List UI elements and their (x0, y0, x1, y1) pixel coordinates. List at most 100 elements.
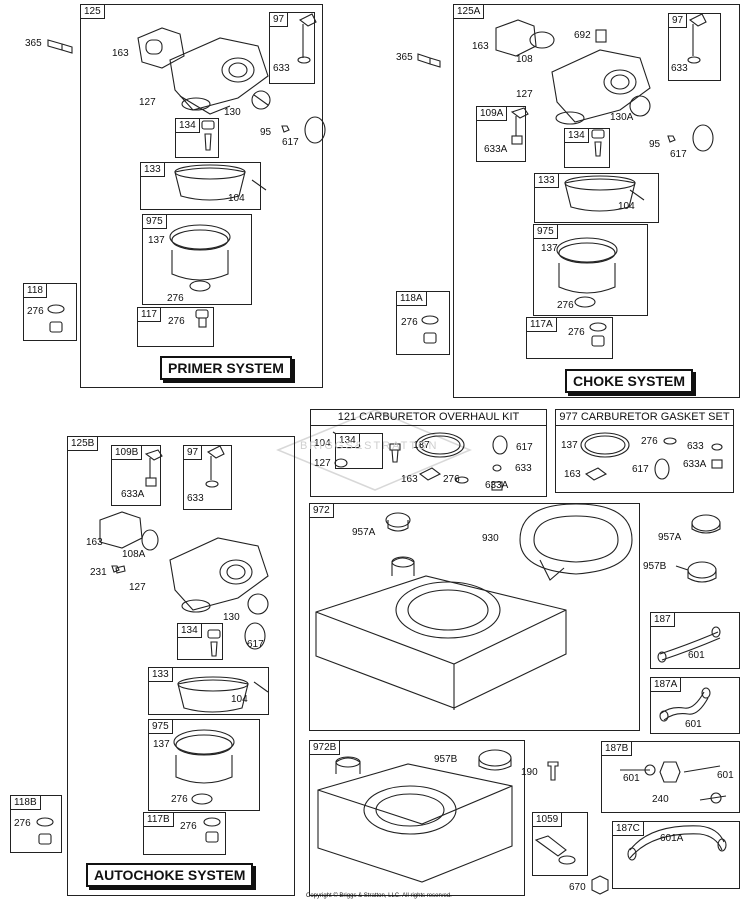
kit-tag: 134 (175, 118, 200, 133)
part-label: 240 (652, 794, 669, 805)
part-label: 163 (564, 469, 581, 480)
kit-tag: 975 (148, 719, 173, 734)
part-label: 137 (541, 243, 558, 254)
fuel-line-187b: 187B 601 601 240 (601, 741, 740, 813)
kit-tag: 972 (309, 503, 334, 518)
frame-tag: 125 (80, 4, 105, 19)
kit-975: 975 137 276 (148, 719, 260, 811)
part-label: 633 (273, 63, 290, 74)
kit-975: 975 137 276 (533, 224, 648, 316)
auto-117b-drawing (203, 817, 221, 843)
part-label: 108A (122, 549, 146, 560)
choke-float-drawing (564, 175, 645, 212)
kit-tag: 117A (526, 317, 557, 332)
part-label: 104 (314, 438, 331, 449)
auto-carburetor-drawing (99, 511, 269, 650)
part-label: 692 (574, 30, 591, 41)
kit-133: 133 104 (140, 162, 261, 210)
kit-tag: 118 (23, 283, 47, 298)
auto-float-drawing (177, 676, 269, 713)
part-label: 276 (168, 316, 185, 327)
part-label: 601 (717, 770, 734, 781)
kit-tag: 133 (534, 173, 559, 188)
kit-tag: 133 (148, 667, 173, 682)
part-label: 137 (413, 440, 430, 451)
part-label: 617 (247, 639, 264, 650)
kit-tag: 109B (111, 445, 143, 460)
part-label: 633 (515, 463, 532, 474)
kit-tag: 134 (177, 623, 202, 638)
watermark-logo (276, 409, 472, 491)
part-label: 957A (658, 532, 682, 543)
primer-carburetor-drawing (137, 27, 326, 144)
choke-97-drawing (687, 13, 707, 64)
part-label: 957B (643, 561, 667, 572)
kit-133: 133 104 (148, 667, 269, 715)
choke-134-drawing (591, 129, 605, 157)
part-label: 276 (401, 317, 418, 328)
part-label: 633 (687, 441, 704, 452)
primer-97-drawing (297, 13, 317, 64)
kit-tag: 187 (650, 612, 675, 627)
kit-97: 97 633 (183, 445, 232, 510)
part-label: 633A (485, 480, 509, 491)
part-label: 930 (482, 533, 499, 544)
kit-tag: 972B (309, 740, 341, 755)
kit-tag: 1059 (532, 812, 563, 827)
part-label: 163 (472, 41, 489, 52)
part-label: 163 (86, 537, 103, 548)
kit-117: 117 276 (137, 307, 214, 347)
part-label: 276 (14, 818, 31, 829)
watermark-text: BRIGGS&STRATTON (300, 440, 439, 452)
kit-tag: 118B (10, 795, 41, 810)
kit-tag: 117 (137, 307, 161, 322)
part-label: 365 (396, 52, 413, 63)
part-label: 601 (688, 650, 705, 661)
part-label: 127 (314, 458, 331, 469)
part-label: 670 (569, 882, 586, 893)
choke-carburetor-drawing (495, 19, 714, 152)
kit-tag: 97 (668, 13, 688, 28)
part-label: 957B (434, 754, 458, 765)
choke-gasket-ring-drawing (556, 237, 618, 308)
kit-109b: 109B 633A (111, 445, 161, 506)
primer-117-drawing (195, 309, 209, 328)
kit-tag: 133 (140, 162, 165, 177)
part-label: 633 (671, 63, 688, 74)
primer-system-frame: 125 163 127 130 95 617 97 633 134 133 10… (80, 4, 323, 388)
kit-tag: 187C (612, 821, 644, 836)
kit-975: 975 137 276 (142, 214, 252, 305)
auto-109b-drawing (144, 449, 163, 487)
part-label: 601 (685, 719, 702, 730)
primer-nozzle-drawing (201, 120, 215, 151)
kit-title: 121 CARBURETOR OVERHAUL KIT (311, 410, 546, 426)
kit-134: 134 (564, 128, 610, 168)
part-label: 137 (148, 235, 165, 246)
kit-97: 97 633 (269, 12, 315, 84)
kit-97: 97 633 (668, 13, 721, 81)
part-label: 617 (670, 149, 687, 160)
primer-gasket-ring-drawing (169, 224, 231, 292)
overhaul-parts-drawing (332, 431, 508, 491)
kit-tag: 134 (335, 433, 360, 448)
part-label: 633A (484, 144, 508, 155)
part-label: 130A (610, 112, 634, 123)
frame-tag: 125B (67, 436, 99, 451)
system-title: CHOKE SYSTEM (565, 369, 694, 393)
choke-117a-drawing (589, 322, 607, 347)
gasket-set-drawing (580, 432, 723, 481)
kit-109a: 109A 633A (476, 106, 526, 162)
choke-109a-drawing (510, 107, 529, 145)
blower-housing-930-drawing (519, 503, 633, 581)
kit-134: 134 (175, 118, 219, 158)
part-label: 601A (660, 833, 684, 844)
part-label: 137 (561, 440, 578, 451)
part-label: 127 (139, 97, 156, 108)
kit-118a: 118A 276 (396, 291, 450, 355)
kit-title: 977 CARBURETOR GASKET SET (556, 410, 733, 426)
kit-tag: 187B (601, 741, 633, 756)
frame-tag: 125A (453, 4, 485, 19)
part-label: 276 (171, 794, 188, 805)
part-label: 163 (112, 48, 129, 59)
kit-tag: 975 (533, 224, 558, 239)
